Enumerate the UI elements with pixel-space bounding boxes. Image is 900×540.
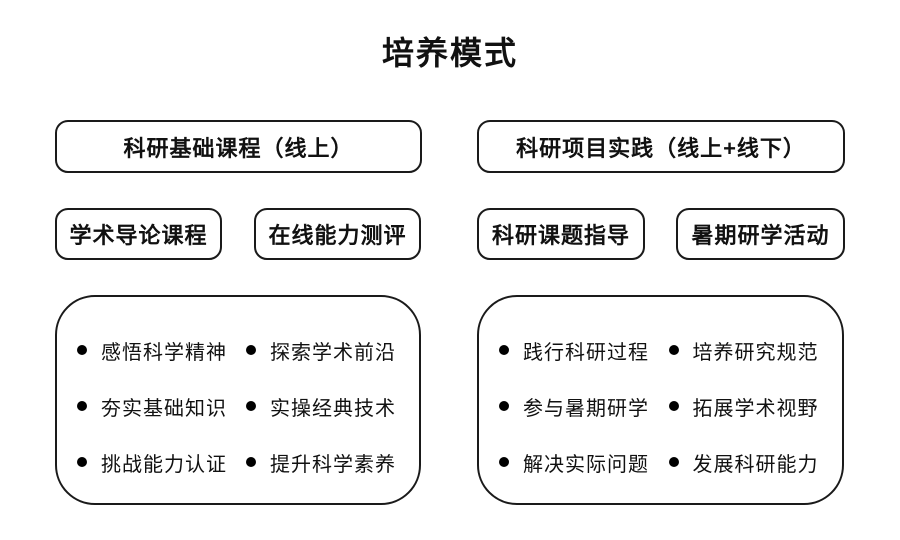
sub-box-label: 暑期研学活动 bbox=[691, 223, 830, 248]
list-item: 感悟科学精神 bbox=[77, 336, 240, 365]
bullet-label: 挑战能力认证 bbox=[101, 451, 227, 476]
bullet-icon bbox=[668, 345, 679, 355]
left-sub-box-online-assessment: 在线能力测评 bbox=[254, 208, 421, 260]
sub-box-label: 在线能力测评 bbox=[268, 223, 407, 248]
bullet-icon bbox=[77, 401, 87, 411]
bullet-label: 提升科学素养 bbox=[270, 451, 396, 476]
bullet-icon bbox=[499, 401, 509, 411]
bullet-icon bbox=[499, 457, 509, 467]
bullet-label: 参与暑期研学 bbox=[523, 395, 649, 420]
bullet-label: 实操经典技术 bbox=[270, 395, 396, 420]
sub-box-label: 学术导论课程 bbox=[69, 223, 208, 248]
list-item: 发展科研能力 bbox=[668, 448, 833, 477]
bullet-icon bbox=[668, 457, 679, 467]
right-bullet-list: 践行科研过程 培养研究规范 参与暑期研学 拓展学术视野 解决实际问题 发展科研能… bbox=[479, 297, 842, 503]
left-sub-box-intro-course: 学术导论课程 bbox=[55, 208, 222, 260]
bullet-icon bbox=[246, 345, 256, 355]
list-item: 践行科研过程 bbox=[499, 336, 663, 365]
list-item: 挑战能力认证 bbox=[77, 448, 240, 477]
list-item: 参与暑期研学 bbox=[499, 392, 663, 421]
list-item: 培养研究规范 bbox=[668, 336, 833, 365]
bullet-icon bbox=[77, 345, 87, 355]
bullet-icon bbox=[77, 457, 87, 467]
list-item: 夯实基础知识 bbox=[77, 392, 240, 421]
bullet-label: 感悟科学精神 bbox=[101, 339, 227, 364]
bullet-label: 培养研究规范 bbox=[692, 339, 819, 364]
sub-box-label: 科研课题指导 bbox=[491, 223, 630, 248]
bullet-icon bbox=[246, 457, 256, 467]
left-bullet-list: 感悟科学精神 探索学术前沿 夯实基础知识 实操经典技术 挑战能力认证 提升科学素… bbox=[57, 297, 419, 503]
list-item: 拓展学术视野 bbox=[668, 392, 833, 421]
bullet-label: 解决实际问题 bbox=[523, 451, 649, 476]
bullet-label: 拓展学术视野 bbox=[692, 395, 819, 420]
right-header-label: 科研项目实践（线上+线下） bbox=[516, 135, 806, 161]
bullet-label: 发展科研能力 bbox=[692, 451, 819, 476]
right-sub-box-summer-activity: 暑期研学活动 bbox=[676, 208, 845, 260]
bullet-label: 践行科研过程 bbox=[523, 339, 649, 364]
right-header-box: 科研项目实践（线上+线下） bbox=[477, 120, 845, 173]
list-item: 提升科学素养 bbox=[246, 448, 409, 477]
bullet-icon bbox=[668, 401, 679, 411]
left-header-label: 科研基础课程（线上） bbox=[123, 135, 354, 161]
bullet-icon bbox=[499, 345, 509, 355]
bullet-icon bbox=[246, 401, 256, 411]
list-item: 探索学术前沿 bbox=[246, 336, 409, 365]
list-item: 实操经典技术 bbox=[246, 392, 409, 421]
left-detail-box: 感悟科学精神 探索学术前沿 夯实基础知识 实操经典技术 挑战能力认证 提升科学素… bbox=[55, 295, 421, 505]
bullet-label: 夯实基础知识 bbox=[101, 395, 227, 420]
page-title: 培养模式 bbox=[381, 35, 518, 71]
right-detail-box: 践行科研过程 培养研究规范 参与暑期研学 拓展学术视野 解决实际问题 发展科研能… bbox=[477, 295, 844, 505]
list-item: 解决实际问题 bbox=[499, 448, 663, 477]
right-sub-box-topic-guidance: 科研课题指导 bbox=[477, 208, 645, 260]
bullet-label: 探索学术前沿 bbox=[270, 339, 396, 364]
left-header-box: 科研基础课程（线上） bbox=[55, 120, 422, 173]
